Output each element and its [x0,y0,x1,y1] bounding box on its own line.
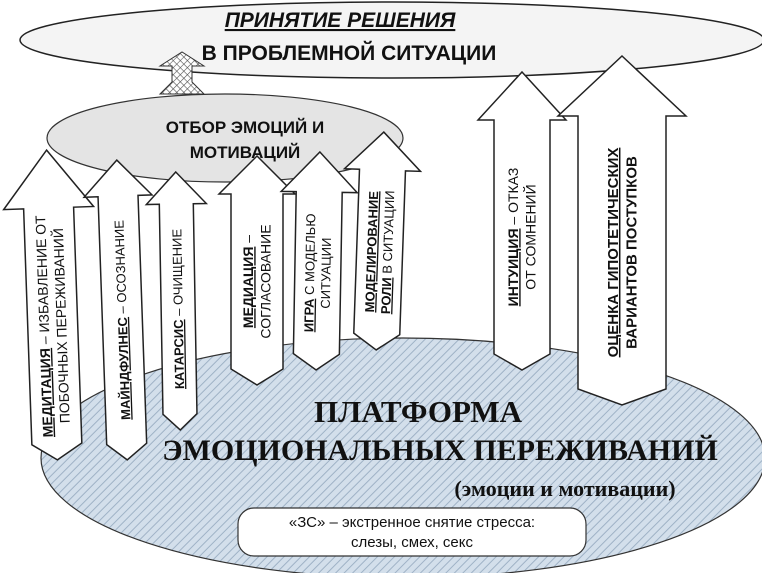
arrow-6-line-2-term: РОЛИ [378,277,394,314]
arrow-4-description: – [240,235,256,247]
arrow-7-line-1: ИНТУИЦИЯ – ОТКАЗ [505,168,521,307]
arrow-8-term: ОЦЕНКА ГИПОТЕТИЧЕСКИХ [605,148,622,358]
arrow-6-term: МОДЕЛИРОВАНИЕ [362,191,381,313]
arrow-2-term: МАЙНДФУЛНЕС [115,316,134,420]
selection-line-2: МОТИВАЦИЙ [190,143,301,162]
arrow-1-line-1: МЕДИТАЦИЯ – ИЗБАВЛЕНИЕ ОТ [32,215,56,438]
arrow-5-line-1: ИГРА С МОДЕЛЬЮ [301,213,318,332]
arrow-3-label: КАТАРСИС – ОЧИЩЕНИЕ [169,228,187,389]
arrow-7-line-2: ОТ СОМНЕНИЙ [522,184,539,289]
platform-line-2: ЭМОЦИОНАЛЬНЫХ ПЕРЕЖИВАНИЙ [162,434,718,467]
platform-line-3: (эмоции и мотивации) [454,476,675,501]
arrow-7-term: ИНТУИЦИЯ [505,228,521,306]
arrow-5-shape [279,150,359,371]
arrow-1-description: – ИЗБАВЛЕНИЕ ОТ [32,215,53,349]
arrow-5-term: ИГРА [301,298,317,332]
arrow-3-description: – ОЧИЩЕНИЕ [169,228,186,319]
arrow-6 [342,131,423,351]
stress-box [237,507,587,557]
arrow-3-term: КАТАРСИС [171,319,187,390]
arrow-6-shape [342,131,423,351]
platform-line-1: ПЛАТФОРМА [314,394,523,429]
arrow-shapes [2,54,688,461]
arrow-8 [556,54,688,406]
selection-line-1: ОТБОР ЭМОЦИЙ И [166,118,324,137]
arrow-8-shape [556,54,688,406]
arrow-4-term: МЕДИАЦИЯ [240,247,256,329]
arrow-6-line-2: РОЛИ В СИТУАЦИИ [378,190,397,314]
stress-line-1: «ЗС» – экстренное снятие стресса: [289,514,535,531]
arrow-4 [217,154,297,386]
arrow-4-line-1: МЕДИАЦИЯ – [240,235,256,328]
arrow-6-line-2-rest: В СИТУАЦИИ [379,190,397,277]
arrow-4-label: МЕДИАЦИЯ –СОГЛАСОВАНИЕ [240,224,273,338]
arrow-7-description: – ОТКАЗ [505,168,521,229]
arrow-2-shape [82,158,154,461]
checkered-arrow [158,51,206,95]
arrow-7-shape [476,70,568,371]
arrow-1-term: МЕДИТАЦИЯ [37,348,56,438]
arrow-2-label: МАЙНДФУЛНЕС – ОСОЗНАНИЕ [111,220,133,421]
decision-ellipse [19,1,762,79]
arrow-1-line-2: ПОБОЧНЫХ ПЕРЕЖИВАНИЙ [49,228,73,424]
arrow-1-shape [2,148,96,461]
arrow-4-shape [217,154,297,386]
arrow-2-description: – ОСОЗНАНИЕ [111,220,129,318]
arrow-3-shape [144,170,209,432]
arrow-5-description: С МОДЕЛЬЮ [302,213,318,298]
arrow-7 [476,70,568,371]
arrow-2-line-1: МАЙНДФУЛНЕС – ОСОЗНАНИЕ [111,220,133,421]
arrow-2 [82,158,154,461]
decision-subtitle: В ПРОБЛЕМНОЙ СИТУАЦИИ [202,41,497,65]
arrow-4-line-2: СОГЛАСОВАНИЕ [258,224,274,338]
arrow-5-line-2: СИТУАЦИИ [318,237,334,308]
arrow-5 [279,150,359,371]
arrow-8-line-2: ВАРИАНТОВ ПОСТУПКОВ [624,156,641,349]
stress-line-2: слезы, смех, секс [351,534,473,551]
arrow-3-line-1: КАТАРСИС – ОЧИЩЕНИЕ [169,228,187,389]
arrow-3 [144,170,209,432]
arrow-1 [2,148,96,461]
arrow-6-line-1: МОДЕЛИРОВАНИЕ [362,191,381,313]
arrow-8-line-1: ОЦЕНКА ГИПОТЕТИЧЕСКИХ [605,148,622,358]
decision-title: ПРИНЯТИЕ РЕШЕНИЯ [225,9,456,32]
